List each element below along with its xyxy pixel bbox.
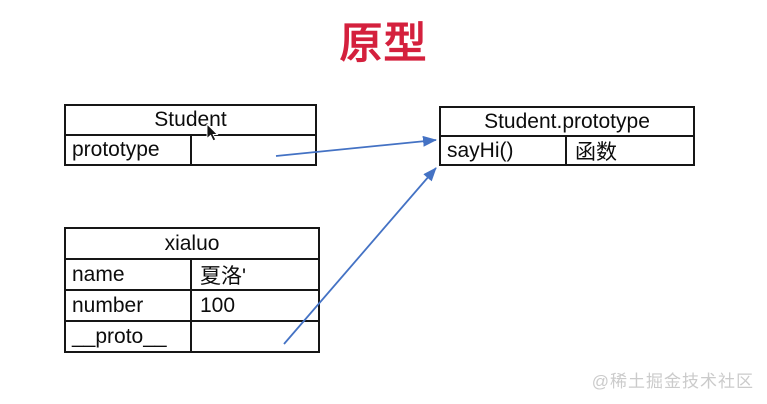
page-title: 原型	[339, 20, 428, 68]
table-row: name 夏洛'	[66, 258, 318, 289]
student-prototype-table: Student.prototype sayHi() 函数	[439, 106, 695, 166]
proto-value	[192, 322, 318, 351]
sayhi-value: 函数	[575, 140, 617, 164]
name-key: name	[66, 260, 192, 289]
name-value: 夏洛'	[200, 264, 247, 288]
xialuo-table-header: xialuo	[164, 231, 220, 255]
table-row: number 100	[66, 289, 318, 320]
xialuo-table: xialuo name 夏洛' number 100 __proto__	[64, 227, 320, 353]
table-row: sayHi() 函数	[441, 135, 693, 164]
proto-key: __proto__	[66, 322, 192, 351]
table-row: __proto__	[66, 320, 318, 351]
student-table-header: Student	[154, 108, 227, 131]
mouse-cursor-icon	[206, 123, 219, 142]
student-prototype-table-header: Student.prototype	[484, 109, 650, 133]
number-key: number	[66, 291, 192, 320]
number-value: 100	[200, 293, 236, 317]
sayhi-key: sayHi()	[441, 137, 567, 164]
student-prototype-key: prototype	[66, 136, 192, 164]
table-row: prototype	[66, 134, 315, 164]
student-table: Student prototype	[64, 104, 317, 166]
watermark: @稀土掘金技术社区	[591, 372, 754, 391]
